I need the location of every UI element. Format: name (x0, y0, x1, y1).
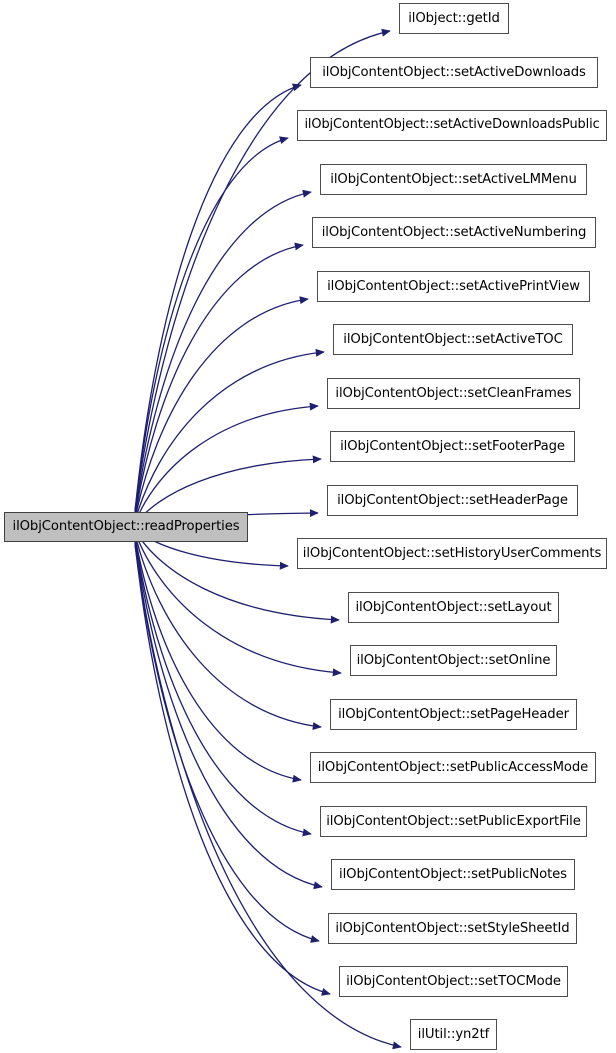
edge-readproperties-to-ilutil-yn2tf (134, 545, 402, 1050)
node-label: ilObject::getId (408, 10, 500, 26)
node-label: ilObjContentObject::setActiveLMMenu (330, 171, 577, 187)
node-label: ilObjContentObject::setTOCMode (346, 973, 561, 989)
node-ilobjcontentobject-setcleanframes[interactable]: ilObjContentObject::setCleanFrames (327, 378, 580, 409)
node-ilutil-yn2tf[interactable]: ilUtil::yn2tf (410, 1019, 497, 1050)
edge-readproperties-to-ilobjcontentobject-setactivedownloadspublic (134, 136, 289, 514)
node-label: ilObjContentObject::setPageHeader (338, 706, 569, 722)
edge-readproperties-to-ilobjcontentobject-setpublicnotes (134, 539, 323, 890)
edge-readproperties-to-ilobject-getid (134, 28, 391, 510)
node-ilobjcontentobject-setonline[interactable]: ilObjContentObject::setOnline (350, 645, 557, 676)
node-label: ilObjContentObject::setHeaderPage (337, 492, 568, 508)
edge-readproperties-to-ilobjcontentobject-setactivelmmenu (134, 189, 312, 516)
edge-readproperties-to-ilobjcontentobject-setpageheader (134, 533, 322, 731)
edge-readproperties-to-ilobjcontentobject-setcleanframes (134, 402, 319, 524)
node-label: ilObjContentObject::setActiveNumbering (321, 224, 587, 240)
node-ilobjcontentobject-setactivedownloadspublic[interactable]: ilObjContentObject::setActiveDownloadsPu… (297, 110, 607, 141)
node-ilobjcontentobject-setfooterpage[interactable]: ilObjContentObject::setFooterPage (330, 431, 575, 462)
node-ilobjcontentobject-setactivedownloads[interactable]: ilObjContentObject::setActiveDownloads (310, 57, 598, 88)
node-ilobjcontentobject-setpublicexportfile[interactable]: ilObjContentObject::setPublicExportFile (320, 806, 587, 837)
edge-readproperties-to-ilobjcontentobject-setactivedownloads (134, 83, 302, 512)
edge-readproperties-to-ilobjcontentobject-setactivenumbering (134, 242, 304, 518)
edge-readproperties-to-ilobjcontentobject-setactiveprintview (134, 296, 309, 520)
node-label: ilObjContentObject::readProperties (12, 519, 240, 535)
node-label: ilObjContentObject::setCleanFrames (335, 385, 572, 401)
node-label: ilObjContentObject::setPublicExportFile (326, 813, 581, 829)
node-label: ilObjContentObject::setActivePrintView (327, 278, 580, 294)
node-label: ilObjContentObject::setLayout (355, 599, 552, 615)
node-label: ilObjContentObject::setFooterPage (340, 438, 565, 454)
node-ilobjcontentobject-setpageheader[interactable]: ilObjContentObject::setPageHeader (330, 699, 577, 730)
node-ilobjcontentobject-sethistoryusercomments[interactable]: ilObjContentObject::setHistoryUserCommen… (297, 538, 607, 569)
node-ilobjcontentobject-setactivenumbering[interactable]: ilObjContentObject::setActiveNumbering (312, 217, 596, 248)
node-label: ilObjContentObject::setPublicAccessMode (317, 759, 589, 775)
node-label: ilObjContentObject::setActiveDownloads (322, 64, 586, 80)
node-ilobjcontentobject-settocmode[interactable]: ilObjContentObject::setTOCMode (339, 966, 568, 997)
node-ilobjcontentobject-setpublicnotes[interactable]: ilObjContentObject::setPublicNotes (331, 859, 575, 890)
node-ilobjcontentobject-setactiveprintview[interactable]: ilObjContentObject::setActivePrintView (317, 271, 590, 302)
node-label: ilObjContentObject::setStyleSheetId (335, 920, 570, 936)
node-ilobjcontentobject-setpublicaccessmode[interactable]: ilObjContentObject::setPublicAccessMode (310, 752, 596, 783)
node-ilobjcontentobject-setheaderpage[interactable]: ilObjContentObject::setHeaderPage (327, 485, 578, 516)
node-label: ilObjContentObject::setActiveDownloadsPu… (304, 117, 600, 133)
edge-readproperties-to-ilobjcontentobject-setpublicexportfile (134, 537, 312, 837)
node-ilobjcontentobject-setactivelmmenu[interactable]: ilObjContentObject::setActiveLMMenu (320, 164, 587, 195)
node-label: ilObjContentObject::setActiveTOC (343, 331, 563, 347)
edge-readproperties-to-ilobjcontentobject-setlayout (134, 529, 340, 624)
node-ilobjcontentobject-setactivetoc[interactable]: ilObjContentObject::setActiveTOC (333, 324, 573, 355)
node-label: ilObjContentObject::setPublicNotes (339, 866, 567, 882)
node-ilobjcontentobject-setstylesheetid[interactable]: ilObjContentObject::setStyleSheetId (328, 913, 577, 944)
node-ilobject-getid[interactable]: ilObject::getId (399, 3, 509, 34)
node-ilobjcontentobject-setlayout[interactable]: ilObjContentObject::setLayout (348, 592, 559, 623)
root-node-ilobjcontentobject-readproperties[interactable]: ilObjContentObject::readProperties (4, 512, 248, 542)
edge-readproperties-to-ilobjcontentobject-setonline (134, 531, 342, 677)
edge-readproperties-to-ilobjcontentobject-setpublicaccessmode (134, 535, 302, 783)
edge-readproperties-to-ilobjcontentobject-setactivetoc (134, 348, 325, 522)
node-label: ilObjContentObject::setOnline (356, 652, 551, 668)
node-label: ilUtil::yn2tf (417, 1026, 490, 1042)
node-label: ilObjContentObject::setHistoryUserCommen… (302, 545, 602, 561)
